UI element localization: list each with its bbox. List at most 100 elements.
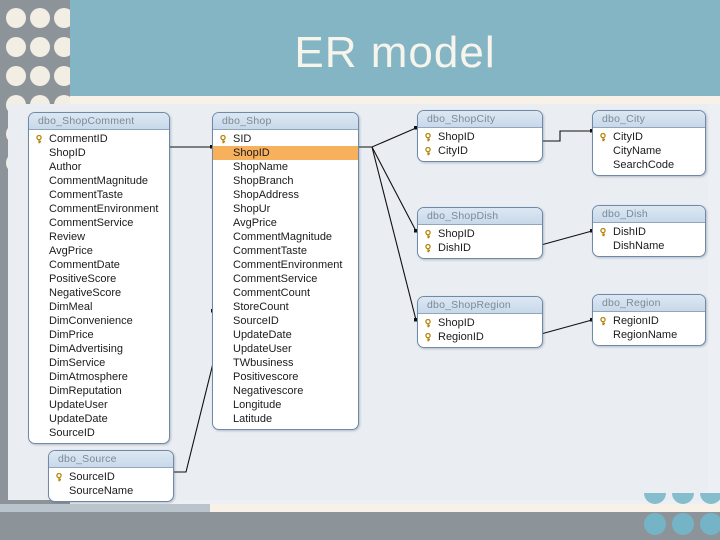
entity-field-row[interactable]: SID <box>213 132 358 146</box>
entity-field-row[interactable]: DimReputation <box>29 384 169 398</box>
decor-dot <box>6 37 26 57</box>
entity-field-row[interactable]: RegionID <box>418 330 542 344</box>
entity-field-row[interactable]: DimService <box>29 356 169 370</box>
entity-field-row[interactable]: Latitude <box>213 412 358 426</box>
entity-field-row[interactable]: DishID <box>593 225 705 239</box>
entity-field-row[interactable]: CommentEnvironment <box>29 202 169 216</box>
entity-field-row[interactable]: CommentService <box>29 216 169 230</box>
entity-field-row[interactable]: Review <box>29 230 169 244</box>
entity-field-row[interactable]: SourceName <box>49 484 173 498</box>
entity-field-row[interactable]: UpdateDate <box>29 412 169 426</box>
entity-field-name: DimConvenience <box>49 315 133 327</box>
entity-field-row[interactable]: CommentService <box>213 272 358 286</box>
entity-field-name: CommentEnvironment <box>49 203 159 215</box>
entity-field-row[interactable]: ShopID <box>213 146 358 160</box>
entity-field-row[interactable]: CommentTaste <box>213 244 358 258</box>
entity-field-row[interactable]: SearchCode <box>593 158 705 172</box>
entity-field-row[interactable]: CommentMagnitude <box>29 174 169 188</box>
entity-table-header: dbo_ShopCity <box>418 111 542 128</box>
entity-field-row[interactable]: PositiveScore <box>29 272 169 286</box>
entity-field-row[interactable]: TWbusiness <box>213 356 358 370</box>
entity-field-row[interactable]: ShopName <box>213 160 358 174</box>
entity-field-row[interactable]: Positivescore <box>213 370 358 384</box>
entity-field-name: ShopID <box>438 131 475 143</box>
entity-field-row[interactable]: RegionID <box>593 314 705 328</box>
entity-field-row[interactable]: CityID <box>418 144 542 158</box>
entity-field-row[interactable]: ShopID <box>418 130 542 144</box>
entity-field-name: SourceName <box>69 485 134 497</box>
decor-dot <box>6 66 26 86</box>
entity-field-name: TWbusiness <box>233 357 294 369</box>
entity-field-name: ShopID <box>49 147 86 159</box>
entity-field-name: DimPrice <box>49 329 94 341</box>
decor-dot <box>54 66 74 86</box>
accent-dot-half <box>644 493 666 504</box>
entity-field-name: CommentService <box>233 273 318 285</box>
entity-field-name: SID <box>233 133 252 145</box>
entity-field-name: CommentCount <box>233 287 311 299</box>
accent-dot <box>700 513 720 535</box>
entity-field-row[interactable]: ShopID <box>418 227 542 241</box>
entity-field-row[interactable]: UpdateUser <box>29 398 169 412</box>
entity-field-row[interactable]: AvgPrice <box>29 244 169 258</box>
entity-field-row[interactable]: DishName <box>593 239 705 253</box>
entity-field-row[interactable]: Author <box>29 160 169 174</box>
entity-field-row[interactable]: CommentCount <box>213 286 358 300</box>
entity-field-row[interactable]: RegionName <box>593 328 705 342</box>
entity-field-row[interactable]: SourceID <box>213 314 358 328</box>
entity-field-row[interactable]: DimPrice <box>29 328 169 342</box>
entity-field-name: CommentID <box>49 133 108 145</box>
entity-field-row[interactable]: ShopID <box>29 146 169 160</box>
entity-field-row[interactable]: DimAdvertising <box>29 342 169 356</box>
decor-dot <box>54 37 74 57</box>
entity-field-row[interactable]: UpdateDate <box>213 328 358 342</box>
entity-field-name: ShopUr <box>233 203 271 215</box>
entity-field-name: Positivescore <box>233 371 299 383</box>
entity-field-row[interactable]: CommentMagnitude <box>213 230 358 244</box>
entity-field-row[interactable]: DishID <box>418 241 542 255</box>
entity-field-row[interactable]: CommentTaste <box>29 188 169 202</box>
entity-field-row[interactable]: NegativeScore <box>29 286 169 300</box>
entity-field-name: CommentEnvironment <box>233 259 343 271</box>
entity-field-name: StoreCount <box>233 301 289 313</box>
entity-field-row[interactable]: CityName <box>593 144 705 158</box>
entity-table-header: dbo_Source <box>49 451 173 468</box>
entity-field-name: DimAtmosphere <box>49 371 128 383</box>
entity-field-row[interactable]: UpdateUser <box>213 342 358 356</box>
entity-field-row[interactable]: ShopID <box>418 316 542 330</box>
entity-field-row[interactable]: ShopAddress <box>213 188 358 202</box>
entity-field-row[interactable]: ShopBranch <box>213 174 358 188</box>
entity-field-row[interactable]: DimMeal <box>29 300 169 314</box>
entity-field-row[interactable]: CommentEnvironment <box>213 258 358 272</box>
entity-field-row[interactable]: SourceID <box>29 426 169 440</box>
entity-field-row[interactable]: DimAtmosphere <box>29 370 169 384</box>
bottom-strip-left <box>0 504 210 512</box>
entity-field-row[interactable]: AvgPrice <box>213 216 358 230</box>
entity-field-row[interactable]: ShopUr <box>213 202 358 216</box>
entity-field-row[interactable]: Negativescore <box>213 384 358 398</box>
entity-field-row[interactable]: SourceID <box>49 470 173 484</box>
entity-field-row[interactable]: CommentID <box>29 132 169 146</box>
key-icon <box>422 332 436 342</box>
key-icon <box>422 229 436 239</box>
entity-field-name: SourceID <box>49 427 95 439</box>
decor-dot <box>30 8 50 28</box>
title-band <box>70 0 720 96</box>
entity-field-name: UpdateDate <box>49 413 108 425</box>
entity-field-row[interactable]: StoreCount <box>213 300 358 314</box>
entity-field-row[interactable]: DimConvenience <box>29 314 169 328</box>
entity-field-row[interactable]: CommentDate <box>29 258 169 272</box>
entity-field-row[interactable]: Longitude <box>213 398 358 412</box>
entity-field-row[interactable]: CityID <box>593 130 705 144</box>
